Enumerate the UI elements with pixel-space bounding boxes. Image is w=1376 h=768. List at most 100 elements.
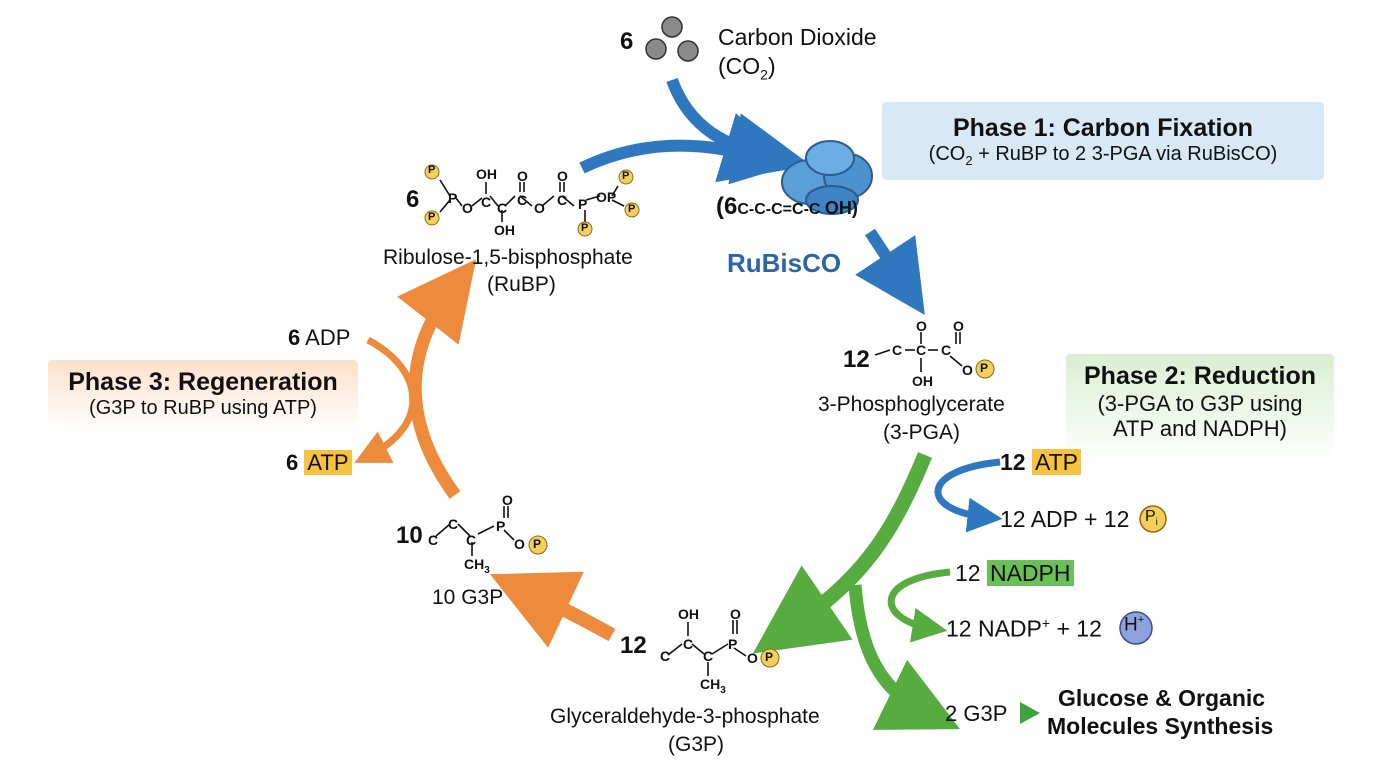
- g3p-atom-c1: C: [660, 648, 671, 664]
- output-g3p: 2 G3P: [945, 701, 1008, 726]
- phase2-title: Phase 2: Reduction: [1084, 362, 1316, 390]
- phosphate-ion-icon: [1139, 505, 1167, 533]
- co2-count: 6: [620, 28, 634, 55]
- rubisco-enzyme-icon: [781, 140, 873, 215]
- ten-g3p-atom-c3: C: [466, 532, 477, 548]
- regen-atp-badge: ATP: [304, 450, 352, 475]
- ten-g3p-atom-ch3: CH3: [464, 556, 490, 576]
- rubisco-intermediate: (6C-C-C=C-C OH): [716, 193, 858, 220]
- reduction-nadp: 12 NADP+ + 12: [946, 615, 1102, 642]
- rubp-atom-c1: C: [481, 194, 492, 210]
- hydrogen-ion-label: H+: [1124, 614, 1145, 636]
- rubp-atom-c4: C: [557, 192, 568, 208]
- co2-name: Carbon Dioxide: [718, 24, 877, 50]
- phase3-box: Phase 3: Regeneration (G3P to RuBP using…: [48, 360, 358, 432]
- pga-name-line2: (3-PGA): [883, 421, 961, 444]
- pga-atom-o1: O: [916, 318, 927, 334]
- phase1-title: Phase 1: Carbon Fixation: [952, 114, 1254, 142]
- pga-phosphate-icon: [975, 359, 995, 379]
- co2-formula: (CO2): [718, 53, 776, 83]
- ten-g3p-name: 10 G3P: [432, 586, 504, 609]
- reduction-atp: 12 ATP: [1000, 449, 1082, 476]
- ten-g3p-atom-c2: C: [448, 516, 459, 532]
- phosphate-ion-label: Pi: [1145, 508, 1158, 529]
- rubp-p3: P: [581, 222, 589, 234]
- reduction-nadph: 12 NADPH: [955, 560, 1074, 587]
- phase3-subtitle: (G3P to RuBP using ATP): [89, 397, 317, 419]
- g3p-name-line2: (G3P): [668, 733, 725, 756]
- pga-atom-o3: O: [962, 362, 973, 378]
- rubp-count: 6: [406, 186, 420, 213]
- g3p-atom-oh: OH: [678, 606, 699, 622]
- ten-g3p-structure: [435, 506, 515, 556]
- nadph-badge: NADPH: [986, 560, 1074, 586]
- g3p-p: P: [765, 650, 774, 664]
- rubp-name-line1: Ribulose-1,5-bisphosphate: [383, 246, 633, 269]
- ten-g3p-count: 10: [396, 522, 423, 549]
- phase1-subtitle: (CO2 + RuBP to 2 3-PGA via RuBisCO): [928, 143, 1278, 168]
- co2-molecule-icon: [645, 16, 699, 62]
- g3p-atom-ch3: CH3: [700, 676, 726, 696]
- rubp-atom-o1: O: [462, 200, 473, 216]
- atp-badge: ATP: [1031, 449, 1082, 475]
- rubp-atom-p: P: [448, 190, 458, 206]
- pga-count: 12: [843, 346, 870, 373]
- rubp-atom-c3: C: [517, 192, 528, 208]
- reduction-adp: 12 ADP + 12: [1000, 506, 1130, 532]
- g3p-count: 12: [620, 632, 647, 659]
- rubp-p1: P: [428, 164, 436, 176]
- rubp-atom-o4: O: [557, 168, 568, 184]
- pga-atom-c3: C: [941, 342, 952, 358]
- hydrogen-ion-icon: [1119, 611, 1153, 645]
- output-triangle-icon: [1020, 702, 1040, 724]
- phase2-subtitle-line1: (3-PGA to G3P using: [1097, 391, 1303, 416]
- regen-atp: 6 ATP: [286, 450, 352, 476]
- pga-structure: [874, 332, 963, 372]
- g3p-output-arrow: [848, 584, 961, 730]
- rubp-name-line2: (RuBP): [487, 273, 556, 296]
- regeneration-arrow: [397, 259, 477, 499]
- rubp-p2: P: [428, 211, 436, 223]
- ten-g3p-atom-o2: O: [514, 536, 525, 552]
- g3p-phosphate-icon: [760, 648, 780, 668]
- g3p-atom-o1: O: [730, 606, 741, 622]
- atp-consumption-arrow: [934, 458, 1003, 533]
- ten-g3p-atom-o1: O: [502, 492, 513, 508]
- phase1-box: Phase 1: Carbon Fixation (CO2 + RuBP to …: [882, 102, 1324, 180]
- rubp-to-rubisco-arrow: [579, 113, 795, 183]
- g3p-atom-p: P: [728, 636, 738, 652]
- rubisco-label: RuBisCO: [727, 248, 842, 278]
- pga-atom-c2: C: [916, 342, 927, 358]
- ten-g3p-atom-p: P: [496, 518, 506, 534]
- phase2-subtitle-line2: ATP and NADPH): [1112, 416, 1288, 442]
- g3p-atom-c3: C: [703, 648, 714, 664]
- g3p-atom-c2: C: [683, 636, 694, 652]
- pga-atom-c1: C: [892, 342, 903, 358]
- rubp-structure: [439, 179, 625, 222]
- rubp-phosphate-icons: [424, 164, 640, 237]
- pga-to-g3p-arrow: [752, 452, 932, 654]
- rubp-atom-oh1: OH: [476, 166, 497, 182]
- g3p-to-ten-g3p-arrow: [489, 571, 616, 648]
- adp-atp-regen-arrow: [354, 336, 417, 463]
- phase3-title: Phase 3: Regeneration: [68, 368, 338, 396]
- rubp-atom-oh2: OH: [494, 222, 515, 238]
- rubisco-to-pga-arrow: [855, 228, 925, 316]
- g3p-name-line1: Glyceraldehyde-3-phosphate: [550, 705, 820, 728]
- nadph-consumption-arrow: [887, 568, 951, 643]
- rubp-atom-c2: C: [497, 200, 508, 216]
- pga-name-line1: 3-Phosphoglycerate: [818, 393, 1005, 416]
- rubp-atom-p2: P: [578, 196, 588, 212]
- output-line2: Molecules Synthesis: [1047, 713, 1274, 739]
- g3p-structure: [667, 620, 747, 676]
- pga-atom-oh: OH: [912, 373, 933, 389]
- rubp-p5: P: [628, 203, 636, 215]
- output-line1: Glucose & Organic: [1058, 685, 1266, 711]
- rubp-atom-o3: O: [534, 200, 545, 216]
- ten-g3p-atom-c1: C: [428, 532, 439, 548]
- pga-atom-o2: O: [953, 318, 964, 334]
- rubp-atom-op: OP: [596, 189, 617, 205]
- g3p-atom-o2: O: [747, 650, 758, 666]
- pga-p: P: [980, 361, 989, 375]
